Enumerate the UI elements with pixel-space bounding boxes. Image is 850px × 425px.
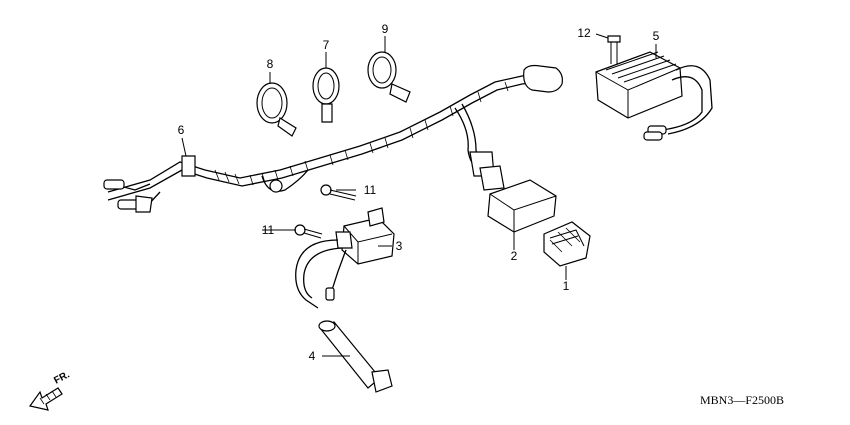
bolt-12 (607, 35, 621, 64)
callout-8: 8 (267, 57, 274, 71)
callout-7: 7 (323, 38, 330, 52)
spark-plug-cap (318, 320, 393, 393)
callout-11-lower: 11 (262, 223, 275, 237)
callout-3: 3 (396, 239, 403, 253)
cdi-unit (487, 179, 557, 233)
diagram-code: MBN3—F2500B (700, 393, 784, 407)
callout-12: 12 (577, 26, 591, 40)
bolt-11-upper (320, 184, 357, 201)
cable-tie-9 (367, 51, 411, 103)
cable-tie-8 (256, 82, 297, 137)
callout-2: 2 (511, 249, 518, 263)
callout-11-upper: 11 (364, 183, 377, 197)
bolt-11-lower (294, 224, 323, 239)
rubber-mount (543, 221, 591, 267)
leader-lines (181, 33, 657, 357)
callouts: 8 7 9 6 12 5 11 11 3 2 1 4 (178, 22, 660, 363)
cable-tie-7 (312, 67, 340, 123)
wire-harness (103, 64, 563, 213)
callout-4: 4 (309, 349, 316, 363)
fr-label: FR. (52, 369, 72, 386)
callout-6: 6 (178, 123, 185, 137)
callout-9: 9 (382, 22, 389, 36)
front-direction-arrow: FR. (28, 369, 72, 411)
callout-5: 5 (653, 29, 660, 43)
regulator-rectifier (595, 51, 713, 141)
callout-1: 1 (563, 279, 570, 293)
ignition-coil (295, 207, 395, 309)
